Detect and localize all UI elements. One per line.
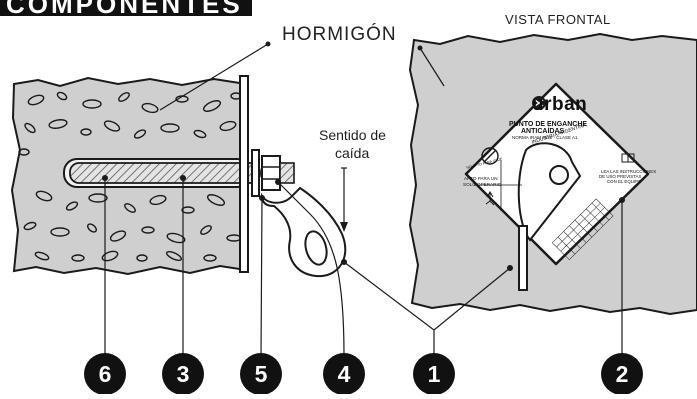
plate-apto-2: SOLO OPERARIO <box>463 182 502 187</box>
svg-text:5: 5 <box>255 361 268 387</box>
svg-text:6: 6 <box>99 361 112 387</box>
leader-dots <box>102 41 625 271</box>
leader-lines <box>104 43 623 357</box>
plate-apto-1: APTO PARA UN <box>464 176 498 181</box>
plate-lea-1: LEA LAS INSTRUCCIONES <box>601 169 657 174</box>
plate-line-2: ANTICAÍDAS <box>521 128 565 135</box>
diagram-title: COMPONENTES <box>6 0 243 16</box>
callout-4: 4 <box>323 353 365 395</box>
plate-brand: urban <box>532 94 588 115</box>
plate-lea-3: CON EL EQUIPO <box>607 179 642 184</box>
fall-arrow <box>340 222 348 232</box>
svg-text:1: 1 <box>428 361 441 387</box>
callout-5: 5 <box>240 353 282 395</box>
washer <box>251 149 260 197</box>
sentido-label: Sentido de <box>319 127 386 143</box>
plate-line-1: PUNTO DE ENGANCHE <box>509 121 588 128</box>
callout-2: 2 <box>601 353 643 395</box>
hook-eye-side <box>260 186 347 278</box>
hormigon-label: HORMIGÓN <box>282 24 397 45</box>
callout-1: 1 <box>413 353 455 395</box>
callout-6: 6 <box>84 353 126 395</box>
plate-line-3: NORMA IRAM 3630 - CLASE A1 <box>512 135 578 140</box>
anchor-plate-front <box>464 82 650 291</box>
inspection-grid <box>551 198 614 261</box>
svg-text:4: 4 <box>338 361 351 387</box>
caida-label: caída <box>335 145 370 161</box>
svg-text:2: 2 <box>616 361 629 387</box>
threaded-rod <box>69 162 261 184</box>
callout-3: 3 <box>162 353 204 395</box>
plate-lea-2: DE USO PREVISTAS <box>599 174 642 179</box>
anchor-plate <box>239 75 249 273</box>
title-bar: COMPONENTES <box>0 0 252 16</box>
vista-frontal-label: VISTA FRONTAL <box>505 12 611 27</box>
svg-text:3: 3 <box>177 361 190 387</box>
